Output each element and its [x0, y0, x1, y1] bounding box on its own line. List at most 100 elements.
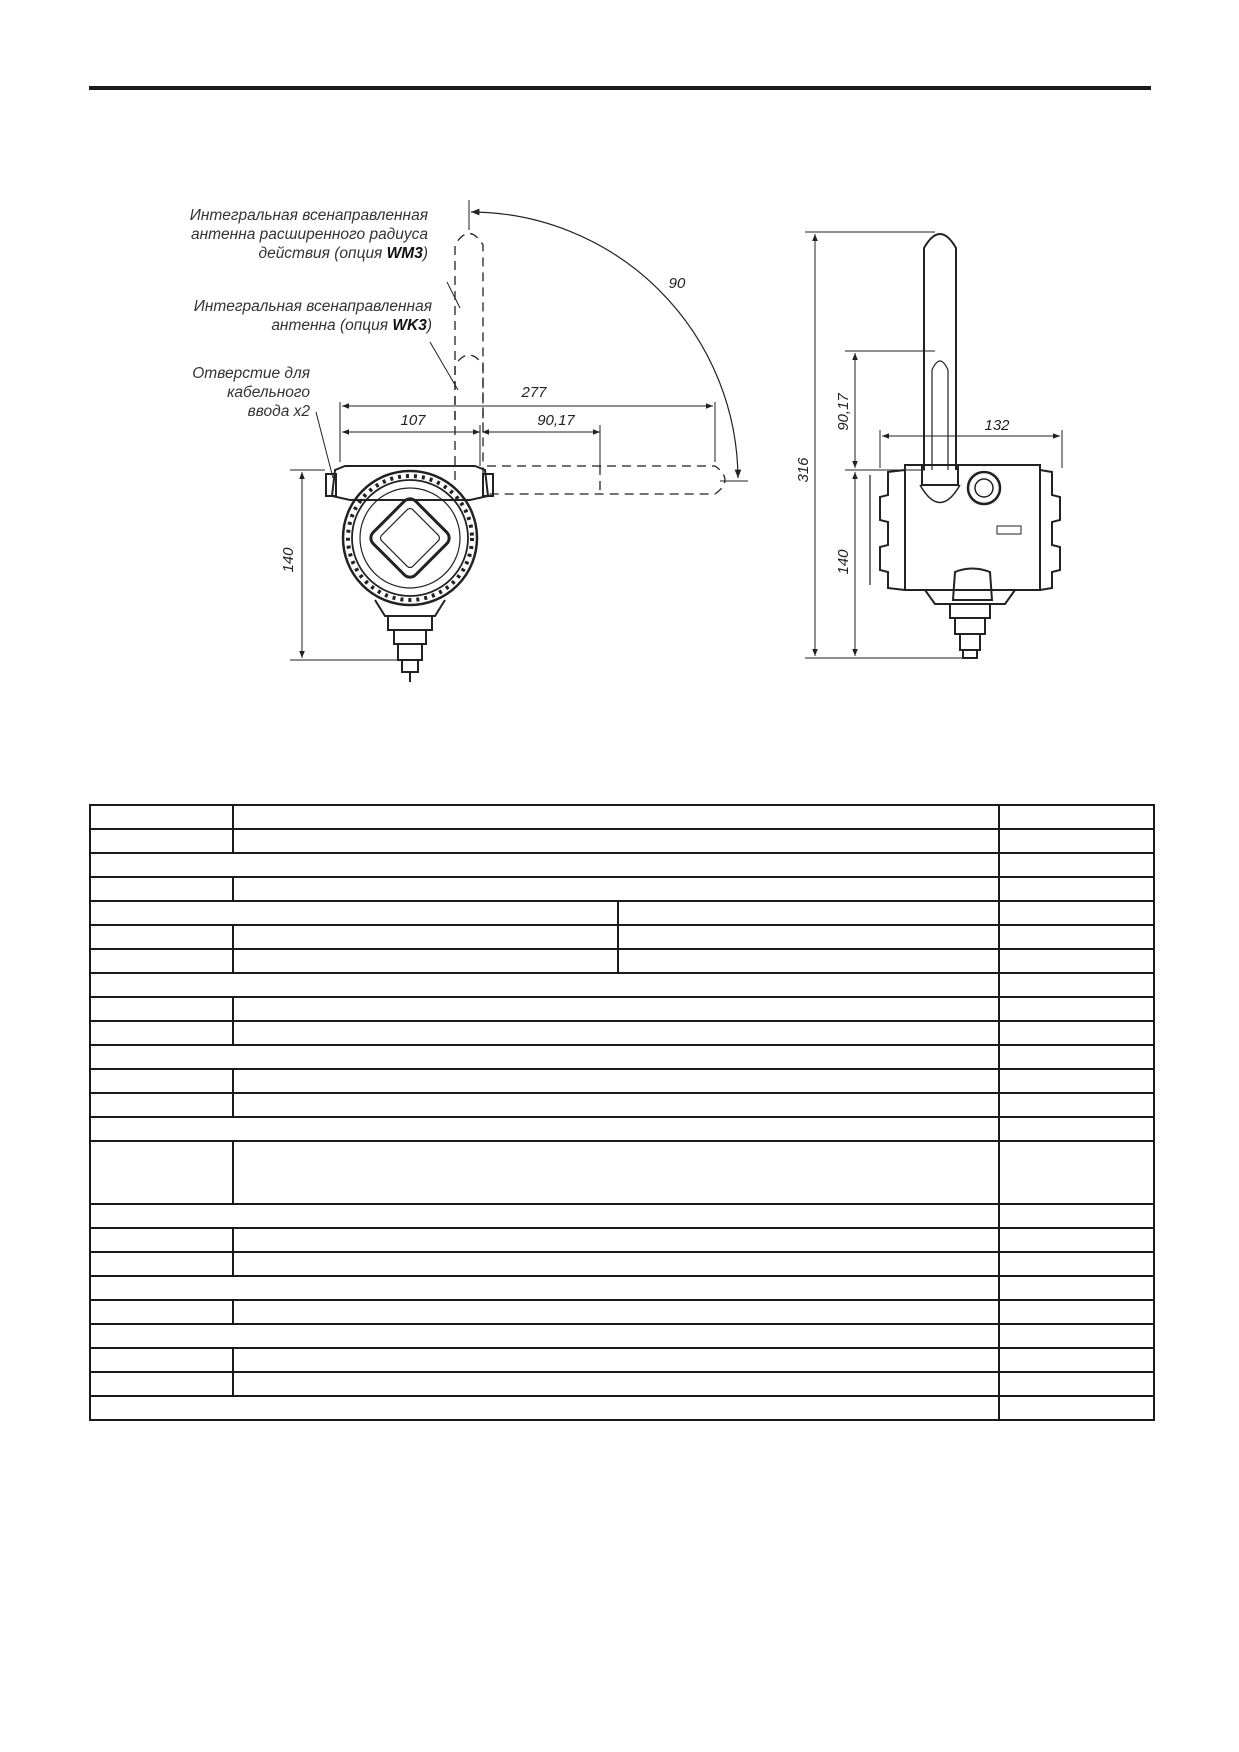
table-row	[89, 1044, 1155, 1070]
table-cell	[89, 1116, 1000, 1142]
table-cell	[89, 1323, 1000, 1349]
table-cell	[998, 1275, 1155, 1301]
top-rule	[89, 86, 1151, 90]
table-cell	[998, 972, 1155, 998]
table-row	[89, 1116, 1155, 1142]
housing-mid-ring	[351, 479, 469, 597]
table-row	[89, 1371, 1155, 1397]
table-cell	[232, 1092, 1000, 1118]
dim-side-90-17: 90,17	[835, 393, 852, 431]
table-row	[89, 996, 1155, 1022]
side-housing	[904, 464, 1041, 591]
table-row	[89, 804, 1155, 830]
table-cell	[617, 948, 1000, 974]
dim-side-140: 140	[835, 549, 852, 575]
table-cell	[232, 804, 1000, 830]
table-cell	[998, 1203, 1155, 1229]
table-cell	[998, 1044, 1155, 1070]
callout-cable-line1: Отверстие для	[192, 365, 310, 382]
table-cell	[232, 1140, 1000, 1205]
cable-entry-left	[325, 473, 337, 497]
table-cell	[232, 1068, 1000, 1094]
table-cell	[998, 1347, 1155, 1373]
table-cell	[998, 1395, 1155, 1421]
table-row	[89, 828, 1155, 854]
table-row	[89, 1299, 1155, 1325]
table-cell	[232, 1299, 1000, 1325]
table-cell	[89, 972, 1000, 998]
side-antenna	[923, 233, 957, 470]
table-cell	[232, 996, 1000, 1022]
table-cell	[998, 900, 1155, 926]
table-cell	[89, 1395, 1000, 1421]
leader-wm3	[446, 281, 461, 309]
table-cell	[998, 1323, 1155, 1349]
table-cell	[89, 900, 619, 926]
table-cell	[232, 924, 619, 950]
dimension-drawing: 277 107 90,17 90 140 316 90,17 140 132	[280, 200, 1063, 682]
table-cell	[89, 996, 234, 1022]
table-cell	[232, 1020, 1000, 1046]
callout-wm3-line3: действия (опция WM3)	[258, 245, 429, 262]
table-cell	[998, 1227, 1155, 1253]
table-cell	[89, 1251, 234, 1277]
table-cell	[617, 924, 1000, 950]
dim-side-132: 132	[984, 417, 1010, 434]
table-cell	[89, 924, 234, 950]
table-row	[89, 1323, 1155, 1349]
table-row	[89, 1140, 1155, 1205]
wk3-antenna-vertical	[454, 354, 484, 420]
table-row	[89, 924, 1155, 950]
table-cell	[232, 876, 1000, 902]
table-cell	[998, 876, 1155, 902]
table-cell	[998, 1020, 1155, 1046]
table-row	[89, 900, 1155, 926]
table-row	[89, 972, 1155, 998]
table-row	[89, 1068, 1155, 1094]
table-cell	[617, 900, 1000, 926]
table-cell	[998, 948, 1155, 974]
table-cell	[998, 1140, 1155, 1205]
table-cell	[998, 804, 1155, 830]
callout-cable-line2: кабельного	[227, 384, 310, 401]
dim-front-90-17: 90,17	[537, 412, 575, 429]
table-cell	[998, 1371, 1155, 1397]
callout-cable-entry: Отверстие для кабельного ввода x2	[192, 364, 310, 421]
housing-outer-ring	[341, 469, 479, 607]
side-port	[966, 470, 1002, 506]
table-cell	[89, 852, 1000, 878]
table-cell	[232, 1251, 1000, 1277]
table-cell	[89, 1044, 1000, 1070]
wm3-antenna-vertical	[454, 232, 484, 480]
table-cell	[998, 996, 1155, 1022]
table-cell	[232, 1347, 1000, 1373]
table-cell	[89, 1140, 234, 1205]
table-row	[89, 1275, 1155, 1301]
dim-rotation-90: 90	[669, 275, 686, 292]
table-row	[89, 1251, 1155, 1277]
rotation-arc	[470, 208, 742, 479]
option-code-wk3: WK3	[392, 317, 427, 334]
table-row	[89, 876, 1155, 902]
table-cell	[998, 1299, 1155, 1325]
dim-front-277: 277	[520, 384, 547, 401]
table-cell	[998, 924, 1155, 950]
callout-wk3-line2: антенна (опция WK3)	[271, 317, 432, 334]
callout-wm3-line1: Интегральная всенаправленная	[189, 207, 428, 224]
table-cell	[998, 852, 1155, 878]
table-cell	[89, 804, 234, 830]
callout-cable-line3: ввода x2	[247, 403, 310, 420]
housing-inner-ring	[359, 487, 461, 589]
table-cell	[232, 1371, 1000, 1397]
spec-table-body	[89, 804, 1155, 1421]
table-cell	[89, 1068, 234, 1094]
display-window	[369, 497, 451, 579]
table-row	[89, 852, 1155, 878]
table-cell	[89, 1275, 1000, 1301]
callout-wm3-line2: антенна расширенного радиуса	[190, 226, 428, 243]
table-row	[89, 1203, 1155, 1229]
table-cell	[89, 948, 234, 974]
table-row	[89, 948, 1155, 974]
callout-wm3-antenna: Интегральная всенаправленная антенна рас…	[190, 206, 428, 263]
dim-side-316: 316	[795, 457, 812, 483]
